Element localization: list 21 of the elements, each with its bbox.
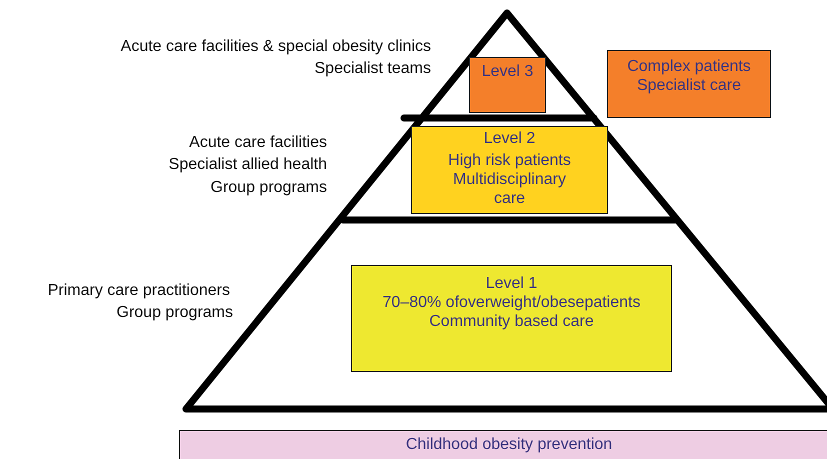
level-box [351,265,672,372]
tier-label: Specialist allied health [168,155,327,174]
box-text: Complex patients [626,57,752,76]
tier-label: Primary care practitioners [48,281,230,300]
tier-label: Acute care facilities [189,133,327,152]
level-box [469,57,546,113]
box-text: 70–80% ofoverweight/obesepatients [382,293,642,312]
box-text: Community based care [428,312,595,331]
prevention-band [179,430,827,459]
tier-label: Acute care facilities & special obesity clinics [120,37,431,56]
box-text: Level 3 [480,62,534,81]
info-box [607,50,771,118]
level-heading: Level 1 [484,274,538,293]
level-heading: Level 2 [482,129,536,148]
level-box [411,126,608,214]
box-text: High risk patients Multidisciplinary care [447,151,572,208]
tier-label: Group programs [116,303,233,322]
box-text: Specialist care [636,76,742,95]
tier-label: Group programs [210,178,327,197]
box-text: Childhood obesity prevention [404,435,614,454]
tier-label: Specialist teams [314,59,431,78]
